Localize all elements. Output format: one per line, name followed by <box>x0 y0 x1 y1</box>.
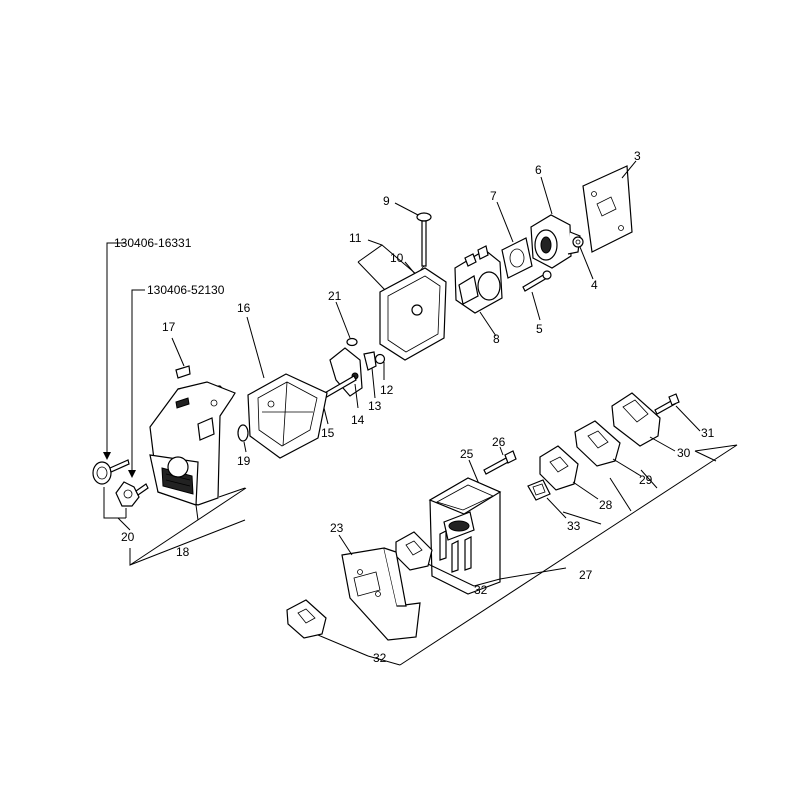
callout-31: 31 <box>701 426 715 440</box>
callout-20: 20 <box>121 530 135 544</box>
callout-11: 11 <box>349 231 362 245</box>
callout-32-lower: 32 <box>373 651 387 665</box>
callout-7: 7 <box>490 189 497 203</box>
knob-130406-52130 <box>115 481 149 507</box>
cleaner-cover-18 <box>149 381 236 506</box>
part-number-2: 130406-52130 <box>147 283 225 297</box>
muffler-27 <box>428 477 502 595</box>
gasket-32-b <box>286 599 327 639</box>
callout-29: 29 <box>639 473 653 487</box>
callout-18: 18 <box>176 545 190 559</box>
callout-13: 13 <box>368 399 382 413</box>
callout-23: 23 <box>330 521 344 535</box>
callout-32-upper: 32 <box>474 583 488 597</box>
washer-21 <box>346 337 358 347</box>
callout-3: 3 <box>634 149 641 163</box>
callout-4: 4 <box>591 278 598 292</box>
gasket-29 <box>574 420 621 467</box>
plate-30 <box>611 392 661 447</box>
nut-4 <box>572 236 584 248</box>
callout-25: 25 <box>460 447 474 461</box>
gasket-7 <box>501 237 533 279</box>
callout-15: 15 <box>321 426 335 440</box>
callout-28: 28 <box>599 498 613 512</box>
plate-33 <box>527 479 551 501</box>
callout-14: 14 <box>351 413 365 427</box>
decal-17 <box>175 365 191 379</box>
callout-26: 26 <box>492 435 506 449</box>
callout-12: 12 <box>380 383 394 397</box>
o-ring-19 <box>237 424 249 442</box>
callout-27: 27 <box>579 568 593 582</box>
callout-30: 30 <box>677 446 691 460</box>
knob-130406-16331 <box>92 459 130 485</box>
shield-23 <box>341 547 421 641</box>
air-box-11 <box>379 267 447 361</box>
part-number-1: 130406-16331 <box>114 236 192 250</box>
gasket-3 <box>582 165 633 253</box>
carburetor-8 <box>454 245 503 314</box>
callout-19: 19 <box>237 454 251 468</box>
callout-33: 33 <box>567 519 581 533</box>
bracket-14 <box>329 347 363 397</box>
bolt-5 <box>522 270 552 292</box>
callout-9: 9 <box>383 194 390 208</box>
callout-21: 21 <box>328 289 342 303</box>
air-filter-16 <box>247 373 328 459</box>
callout-8: 8 <box>493 332 500 346</box>
washer-12 <box>374 353 386 365</box>
bolt-31 <box>654 393 680 415</box>
callout-6: 6 <box>535 163 542 177</box>
choke-rod-9 <box>416 212 432 275</box>
callout-16: 16 <box>237 301 251 315</box>
callout-5: 5 <box>536 322 543 336</box>
bolt-26 <box>483 450 517 475</box>
gasket-28 <box>539 445 579 491</box>
clip-13 <box>363 351 377 371</box>
callout-10: 10 <box>390 251 404 265</box>
callout-17: 17 <box>162 320 176 334</box>
gasket-32-a <box>395 531 433 571</box>
